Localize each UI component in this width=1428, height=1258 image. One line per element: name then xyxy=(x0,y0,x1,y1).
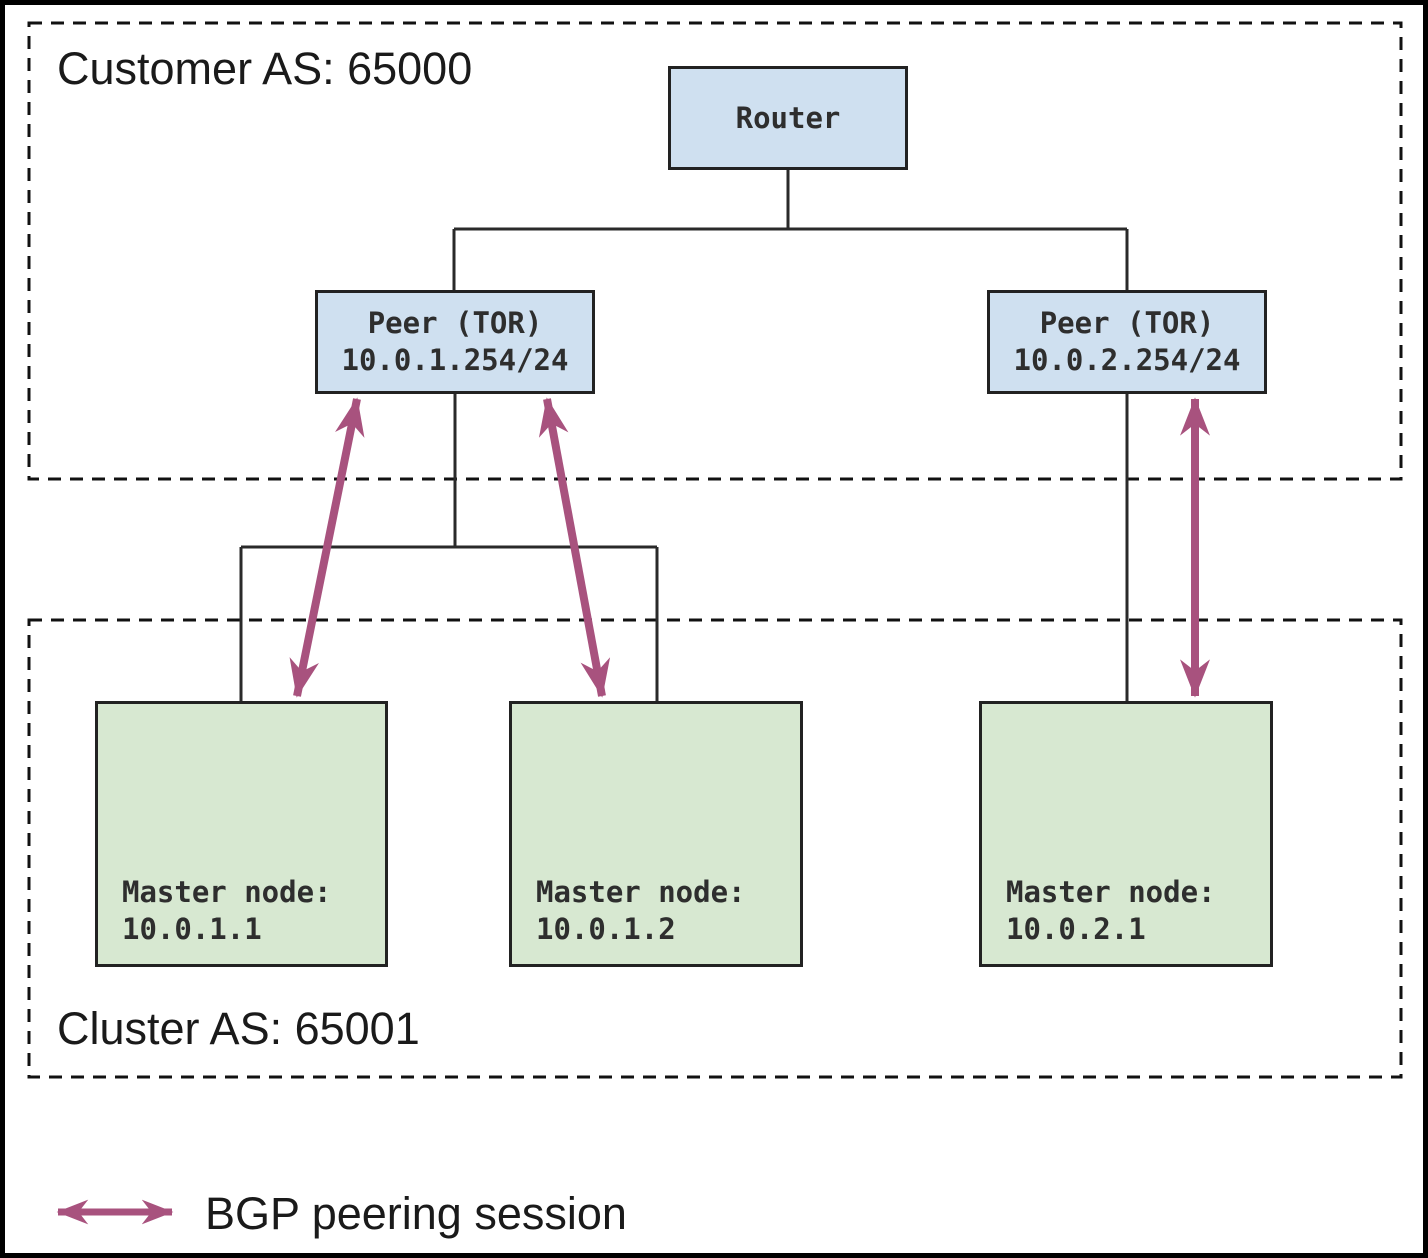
legend-label: BGP peering session xyxy=(205,1188,627,1239)
router-to-peers-connector xyxy=(452,170,1129,290)
peer-tor-1-ip: 10.0.1.254/24 xyxy=(341,343,569,377)
customer-as-boundary xyxy=(27,21,1403,481)
master-node-3-label: Master node: xyxy=(1006,875,1216,909)
peer1-to-masters-connector xyxy=(239,394,659,701)
peer-tor-2-ip: 10.0.2.254/24 xyxy=(1013,343,1241,377)
customer-as-label: Customer AS: 65000 xyxy=(57,43,473,94)
master-node-2-label: Master node: xyxy=(536,875,746,909)
master-node-2-ip: 10.0.1.2 xyxy=(536,912,676,946)
peer-tor-2-node: Peer (TOR) 10.0.2.254/24 xyxy=(987,290,1267,394)
master-node-3: Master node: 10.0.2.1 xyxy=(979,701,1273,967)
master-node-1-ip: 10.0.1.1 xyxy=(122,912,262,946)
peer-tor-1-node: Peer (TOR) 10.0.1.254/24 xyxy=(315,290,595,394)
router-node: Router xyxy=(668,66,908,170)
cluster-as-boundary xyxy=(27,618,1403,1079)
bgp-session-arrow-1 xyxy=(289,397,365,698)
master-node-2: Master node: 10.0.1.2 xyxy=(509,701,803,967)
master-node-3-ip: 10.0.2.1 xyxy=(1006,912,1146,946)
bgp-session-arrow-2 xyxy=(538,397,611,698)
peer-tor-1-label: Peer (TOR) xyxy=(367,306,543,340)
cluster-as-label: Cluster AS: 65001 xyxy=(57,1003,420,1054)
router-label: Router xyxy=(735,101,841,135)
master-node-1: Master node: 10.0.1.1 xyxy=(95,701,388,967)
peer-tor-2-label: Peer (TOR) xyxy=(1039,306,1215,340)
master-node-1-label: Master node: xyxy=(122,875,332,909)
